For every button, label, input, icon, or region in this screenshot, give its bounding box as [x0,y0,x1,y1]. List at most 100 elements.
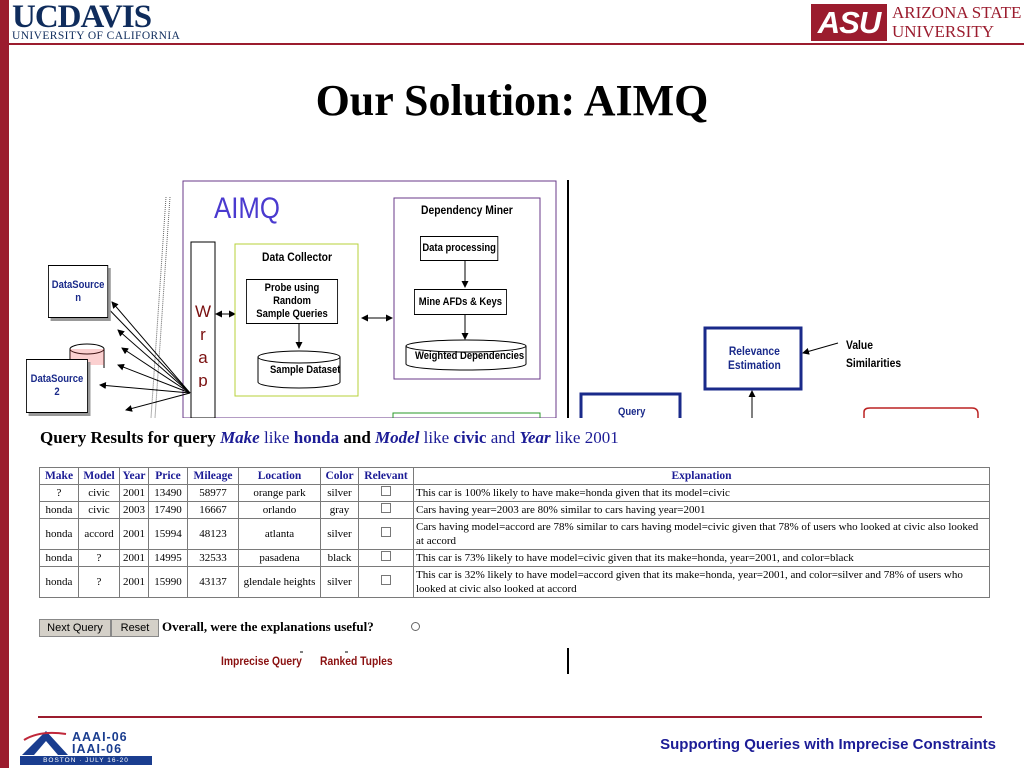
cell-location: orlando [238,501,321,519]
datasource-2-box: DataSource 2 [26,359,88,413]
relevant-checkbox[interactable] [381,527,391,537]
heading-prefix: Query Results for query [40,428,216,447]
cell-model: ? [78,566,120,598]
cell-color: silver [320,484,359,502]
data-collector-group [234,243,359,397]
relevant-checkbox[interactable] [381,551,391,561]
wrapper-letters: W r a p [191,300,215,387]
heading-year-value: 2001 [584,428,619,447]
cell-make: honda [39,518,79,550]
datasource-2-line2: 2 [54,386,60,398]
cell-model: accord [78,518,120,550]
column-header[interactable]: Color [320,467,359,485]
heading-like: like [554,428,581,447]
cell-price: 14995 [148,549,188,567]
column-header[interactable]: Year [119,467,149,485]
useful-radio[interactable] [411,622,420,631]
cell-location: glendale heights [238,566,321,598]
table-row: ? civic 2001 13490 58977 orange park sil… [39,484,990,502]
cell-model: ? [78,549,120,567]
data-processing-box: Data processing [420,236,499,261]
cell-mileage: 16667 [187,501,239,519]
relevant-cell [358,484,414,502]
header-rule [0,43,1024,45]
uc-davis-subtitle: UNIVERSITY OF CALIFORNIA [12,30,181,42]
query-partial-label: Query [618,406,646,418]
heading-honda: honda [293,428,340,447]
cell-price: 13490 [148,484,188,502]
relevant-cell [358,549,414,567]
column-header[interactable]: Price [148,467,188,485]
asu-name-line1: ARIZONA STATE [892,3,1022,22]
cell-explanation: Cars having model=accord are 78% similar… [413,518,990,550]
datasource-2-line1: DataSource [30,373,84,385]
wrapper-letter: a [198,348,208,367]
sample-dataset-label: Sample Dataset [270,364,341,376]
cell-location: pasadena [238,549,321,567]
cell-year: 2003 [119,501,149,519]
cell-explanation: This car is 32% likely to have model=acc… [413,566,990,598]
weighted-dependencies-label: Weighted Dependencies [415,350,525,362]
cell-make: honda [39,549,79,567]
column-header[interactable]: Model [78,467,120,485]
cell-explanation: Cars having year=2003 are 80% similar to… [413,501,990,519]
relevant-cell [358,501,414,519]
wrapper-letter: r [200,325,206,344]
column-header[interactable]: Explanation [413,467,990,485]
relevant-checkbox[interactable] [381,575,391,585]
reset-button[interactable]: Reset [111,619,159,637]
column-header[interactable]: Make [39,467,79,485]
aaai-triangle-icon [22,731,68,755]
probe-box: Probe using Random Sample Queries [246,279,339,324]
mine-afds-label: Mine AFDs & Keys [418,295,503,308]
heading-and: and [490,428,516,447]
relevance-line2: Estimation [728,358,781,372]
heading-civic: civic [453,428,487,447]
aaai-logo [20,728,70,756]
asu-name-line2: UNIVERSITY [892,22,994,41]
cell-year: 2001 [119,518,149,550]
table-header-row: Make Model Year Price Mileage Location C… [39,467,990,485]
column-header[interactable]: Relevant [358,467,414,485]
cell-explanation: This car is 100% likely to have make=hon… [413,484,990,502]
heading-make: Make [220,428,260,447]
heading-like: like [263,428,290,447]
slide-title: Our Solution: AIMQ [315,76,709,125]
dependency-miner-label: Dependency Miner [421,203,513,217]
cell-price: 15990 [148,566,188,598]
table-row: honda ? 2001 14995 32533 pasadena black … [39,549,990,567]
datasource-n-box: DataSource n [48,265,109,318]
relevant-checkbox[interactable] [381,503,391,513]
table-row: honda accord 2001 15994 48123 atlanta si… [39,518,990,550]
probe-line1: Probe using Random [264,282,320,307]
cell-price: 17490 [148,501,188,519]
cell-mileage: 43137 [187,566,239,598]
dependency-miner-group [393,197,541,380]
heading-year: Year [519,428,551,447]
heading-like: like [423,428,450,447]
cell-color: silver [320,566,359,598]
value-similarities-label: Value Similarities [846,336,901,372]
aaai-line2: IAAI-06 [72,742,123,756]
relevant-cell [358,566,414,598]
wrapper-letter: W [194,302,212,321]
relevant-checkbox[interactable] [381,486,391,496]
cell-location: orange park [238,484,321,502]
asu-logo: ASU [811,4,887,41]
cell-make: ? [39,484,79,502]
cell-year: 2001 [119,549,149,567]
cell-year: 2001 [119,566,149,598]
datasource-n-line2: n [75,291,81,304]
imprecise-query-label: Imprecise Query [221,654,302,668]
results-heading: Query Results for query Make like honda … [40,428,619,448]
value-line1: Value [846,338,873,352]
cell-mileage: 48123 [187,518,239,550]
cell-model: civic [78,484,120,502]
next-query-button[interactable]: Next Query [39,619,111,637]
column-header[interactable]: Location [238,467,321,485]
aaai-line1: AAAI-06 [72,730,128,744]
cell-color: black [320,549,359,567]
cell-make: honda [39,501,79,519]
column-header[interactable]: Mileage [187,467,239,485]
cell-explanation: This car is 73% likely to have model=civ… [413,549,990,567]
